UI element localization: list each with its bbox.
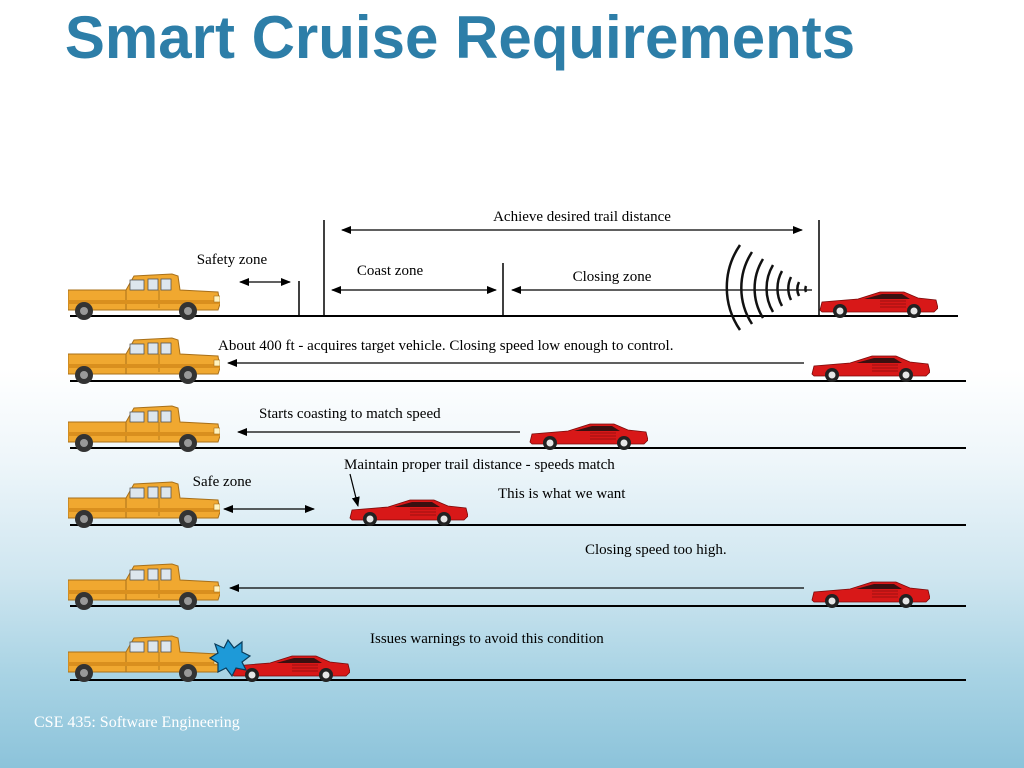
collision-burst-icon [208, 638, 252, 678]
coast-zone-label: Coast zone [357, 263, 424, 279]
car-image [232, 656, 350, 682]
car-image [812, 582, 930, 608]
row-2: About 400 ft - acquires target vehicle. … [68, 338, 966, 384]
row-2-label: About 400 ft - acquires target vehicle. … [218, 338, 673, 354]
car-image [530, 424, 648, 450]
row-5: Closing speed too high. [68, 542, 966, 610]
car-image [812, 356, 930, 382]
row-3-label: Starts coasting to match speed [259, 406, 441, 422]
safety-zone-label: Safety zone [197, 252, 268, 268]
truck-image [68, 564, 220, 610]
row-4-label: Maintain proper trail distance - speeds … [344, 457, 615, 473]
car-image [350, 500, 468, 526]
radar-waves-icon [725, 244, 808, 331]
pointer-arrow [349, 473, 360, 507]
row-4-note: This is what we want [498, 486, 626, 502]
footer-text: CSE 435: Software Engineering [34, 714, 240, 731]
row-3: Starts coasting to match speed [68, 406, 966, 452]
row-6-label: Issues warnings to avoid this condition [370, 631, 604, 647]
title-text: Smart Cruise Requirements [64, 4, 856, 71]
car-image [820, 292, 938, 318]
row-4: Safe zone Maintain proper trail distance… [68, 457, 966, 528]
achieve-label: Achieve desired trail distance [493, 209, 671, 225]
page-title: Smart Cruise Requirements [0, 0, 920, 76]
truck-image [68, 406, 220, 452]
closing-zone-label: Closing zone [573, 269, 652, 285]
truck-image [68, 636, 220, 682]
safe-zone-label: Safe zone [193, 474, 252, 490]
row-5-label: Closing speed too high. [585, 542, 727, 558]
row-6: Issues warnings to avoid this condition [68, 631, 966, 682]
truck-image [68, 338, 220, 384]
truck-image [68, 274, 220, 320]
row-1-zones: Achieve desired trail distance Safety zo… [68, 209, 958, 331]
